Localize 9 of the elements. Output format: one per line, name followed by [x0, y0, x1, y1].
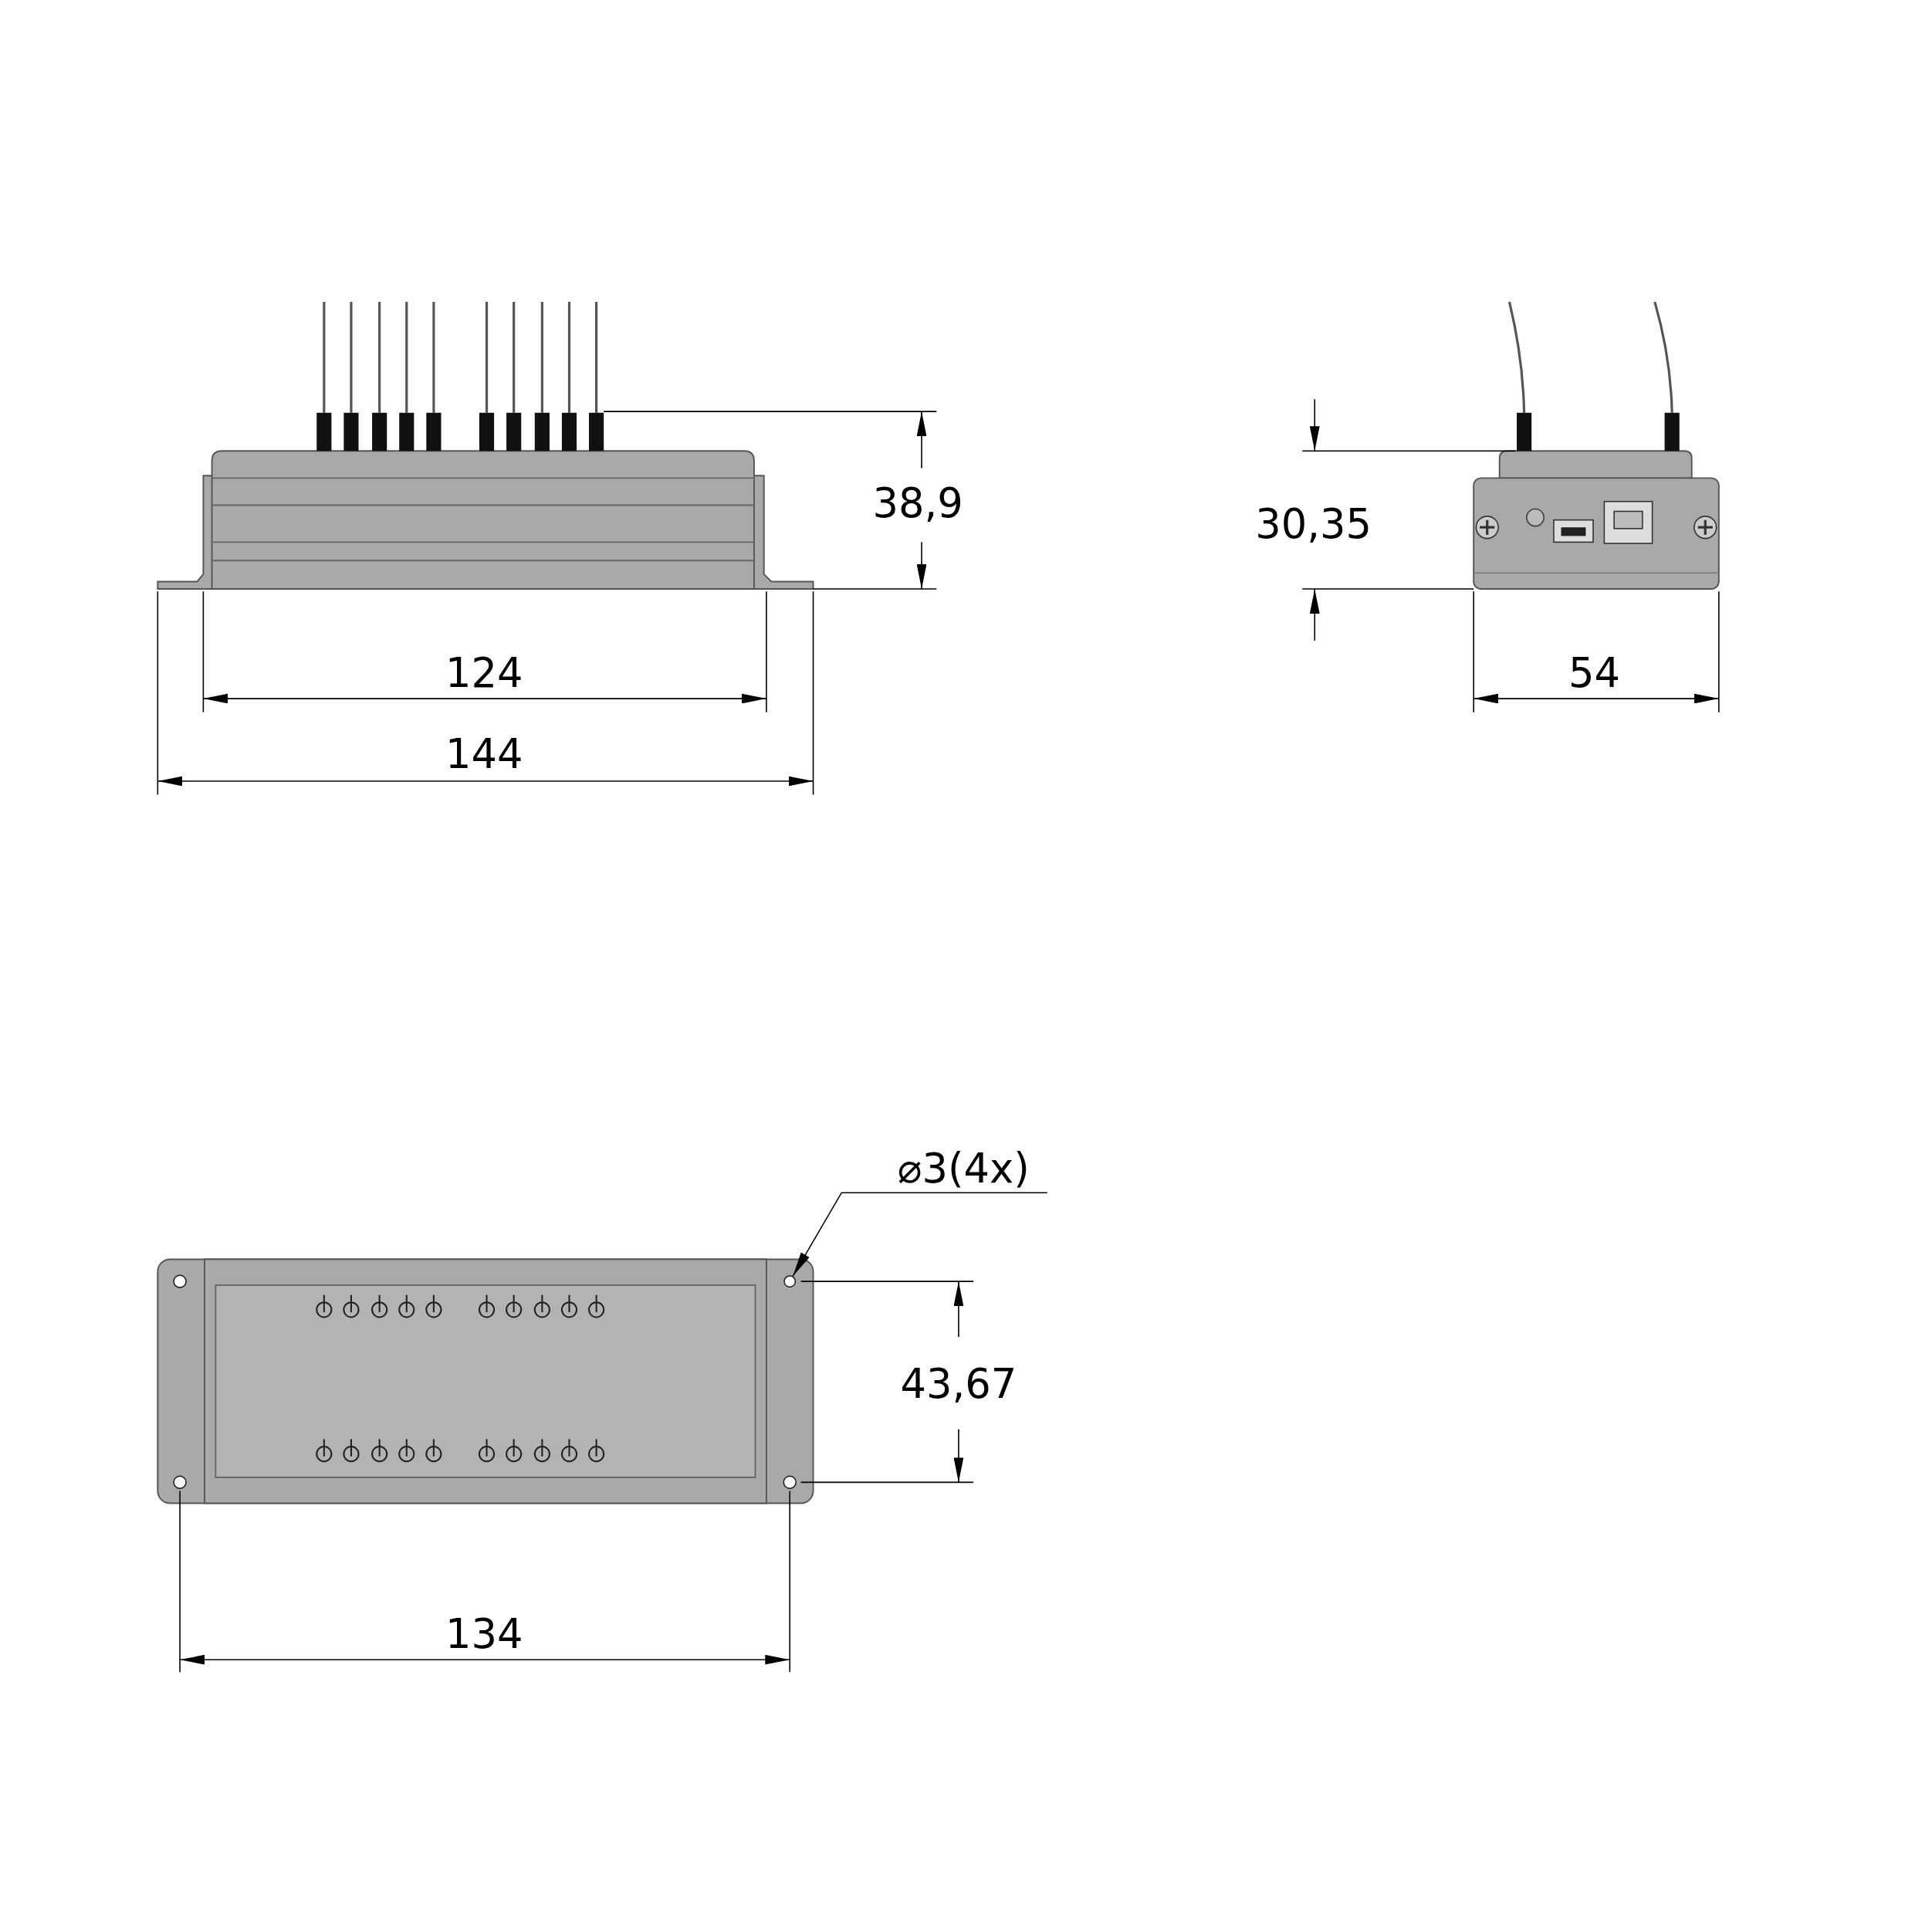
- leader-line: [792, 1192, 1048, 1277]
- dimension-value: 30,35: [1255, 503, 1372, 544]
- dimension-value: 134: [445, 1613, 523, 1655]
- dimension-value: 38,9: [872, 482, 963, 523]
- dimension-value: 54: [1568, 652, 1621, 693]
- dimension-value: 124: [445, 652, 523, 693]
- dimension-value: 43,67: [900, 1363, 1017, 1404]
- callout-text: ⌀3(4x): [897, 1147, 1030, 1189]
- dimension-value: 144: [445, 733, 523, 775]
